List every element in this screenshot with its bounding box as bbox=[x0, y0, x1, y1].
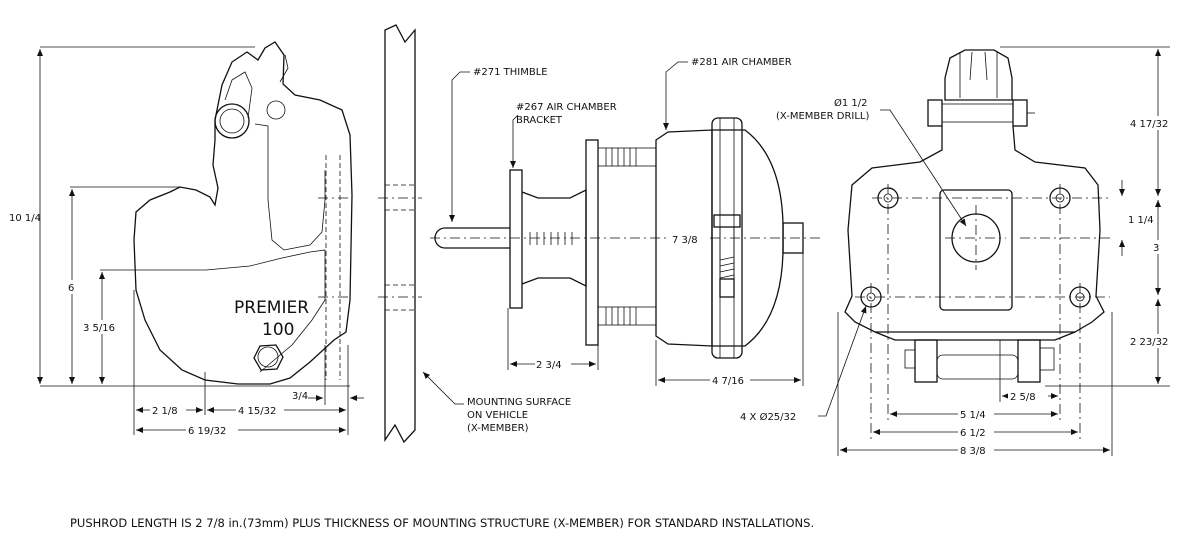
label-bracket-line1: #267 AIR CHAMBER bbox=[516, 102, 617, 113]
label-bracket-line2: BRACKET bbox=[516, 115, 563, 126]
product-name: PREMIER bbox=[234, 298, 309, 318]
clamp-bolt-head bbox=[713, 214, 741, 228]
dim-width-2-1-8: 2 1/8 bbox=[152, 406, 178, 417]
hook-bottom-nut bbox=[253, 344, 284, 371]
dim-width-3-4: 3/4 bbox=[292, 391, 308, 402]
label-drill-note: (X-MEMBER DRILL) bbox=[776, 111, 869, 122]
mounting-label-line3: (X-MEMBER) bbox=[467, 423, 529, 434]
product-model: 100 bbox=[262, 320, 294, 340]
label-thimble: #271 THIMBLE bbox=[473, 67, 548, 78]
chamber-stub bbox=[782, 222, 804, 254]
front-lower-left-block bbox=[914, 339, 938, 383]
mounting-label-line2: ON VEHICLE bbox=[467, 410, 528, 421]
hook-latch bbox=[224, 54, 289, 119]
dim-width-6-19-32: 6 19/32 bbox=[188, 426, 226, 437]
label-drill-size: Ø1 1/2 bbox=[834, 97, 868, 109]
dim-3: 3 bbox=[1153, 243, 1159, 254]
front-body-outline bbox=[844, 125, 1105, 333]
front-left-nut bbox=[927, 99, 943, 127]
dim-2-23-32: 2 23/32 bbox=[1130, 337, 1168, 348]
dim-4-7-16: 4 7/16 bbox=[712, 376, 744, 387]
dim-7-3-8: 7 3/8 bbox=[672, 235, 698, 246]
bracket-plate bbox=[509, 169, 523, 309]
dim-4-17-32: 4 17/32 bbox=[1130, 119, 1168, 130]
dim-6-1-2: 6 1/2 bbox=[960, 428, 986, 439]
front-base bbox=[874, 331, 1076, 341]
front-center-pad bbox=[939, 189, 1013, 311]
mounting-plate bbox=[384, 24, 416, 444]
front-view: 4 17/32 1 1/4 3 2 23/32 2 5/8 5 1/4 6 1/… bbox=[740, 46, 1188, 457]
hook-throat bbox=[205, 123, 326, 373]
mounting-holes bbox=[860, 187, 1091, 308]
dim-overall-height: 10 1/4 bbox=[9, 213, 41, 224]
hook-body-outline bbox=[133, 41, 353, 385]
footnote: PUSHROD LENGTH IS 2 7/8 in.(73mm) PLUS T… bbox=[70, 516, 814, 530]
clamp-bolt-nut bbox=[719, 278, 735, 298]
front-hook-head bbox=[944, 49, 1013, 101]
label-air-chamber: #281 AIR CHAMBER bbox=[691, 57, 792, 68]
front-right-nut bbox=[1012, 99, 1028, 127]
hook-pivot-bolt bbox=[214, 103, 250, 139]
air-chamber-view: 2 3/4 4 7/16 7 3/8 #271 THIMBLE #267 AIR… bbox=[430, 57, 820, 387]
side-view: 10 1/4 6 3 5/16 2 1/8 4 15/32 3/4 6 19/3… bbox=[8, 41, 364, 437]
label-holes: 4 X Ø25/32 bbox=[740, 411, 796, 423]
dim-height-6: 6 bbox=[68, 283, 74, 294]
dim-width-4-15-32: 4 15/32 bbox=[238, 406, 276, 417]
front-lower-right-block bbox=[1017, 339, 1041, 383]
mounting-label-line1: MOUNTING SURFACE bbox=[467, 397, 571, 408]
dim-1-1-4: 1 1/4 bbox=[1128, 215, 1154, 226]
dim-5-1-4: 5 1/4 bbox=[960, 410, 986, 421]
mounting-studs bbox=[597, 147, 657, 326]
chamber-flange bbox=[585, 139, 599, 346]
dim-height-3-5-16: 3 5/16 bbox=[83, 323, 115, 334]
mounting-surface: MOUNTING SURFACE ON VEHICLE (X-MEMBER) bbox=[378, 24, 571, 444]
dim-2-3-4: 2 3/4 bbox=[536, 360, 562, 371]
hook-small-bolt bbox=[266, 100, 286, 120]
dim-2-5-8: 2 5/8 bbox=[1010, 392, 1036, 403]
dim-8-3-8: 8 3/8 bbox=[960, 446, 986, 457]
